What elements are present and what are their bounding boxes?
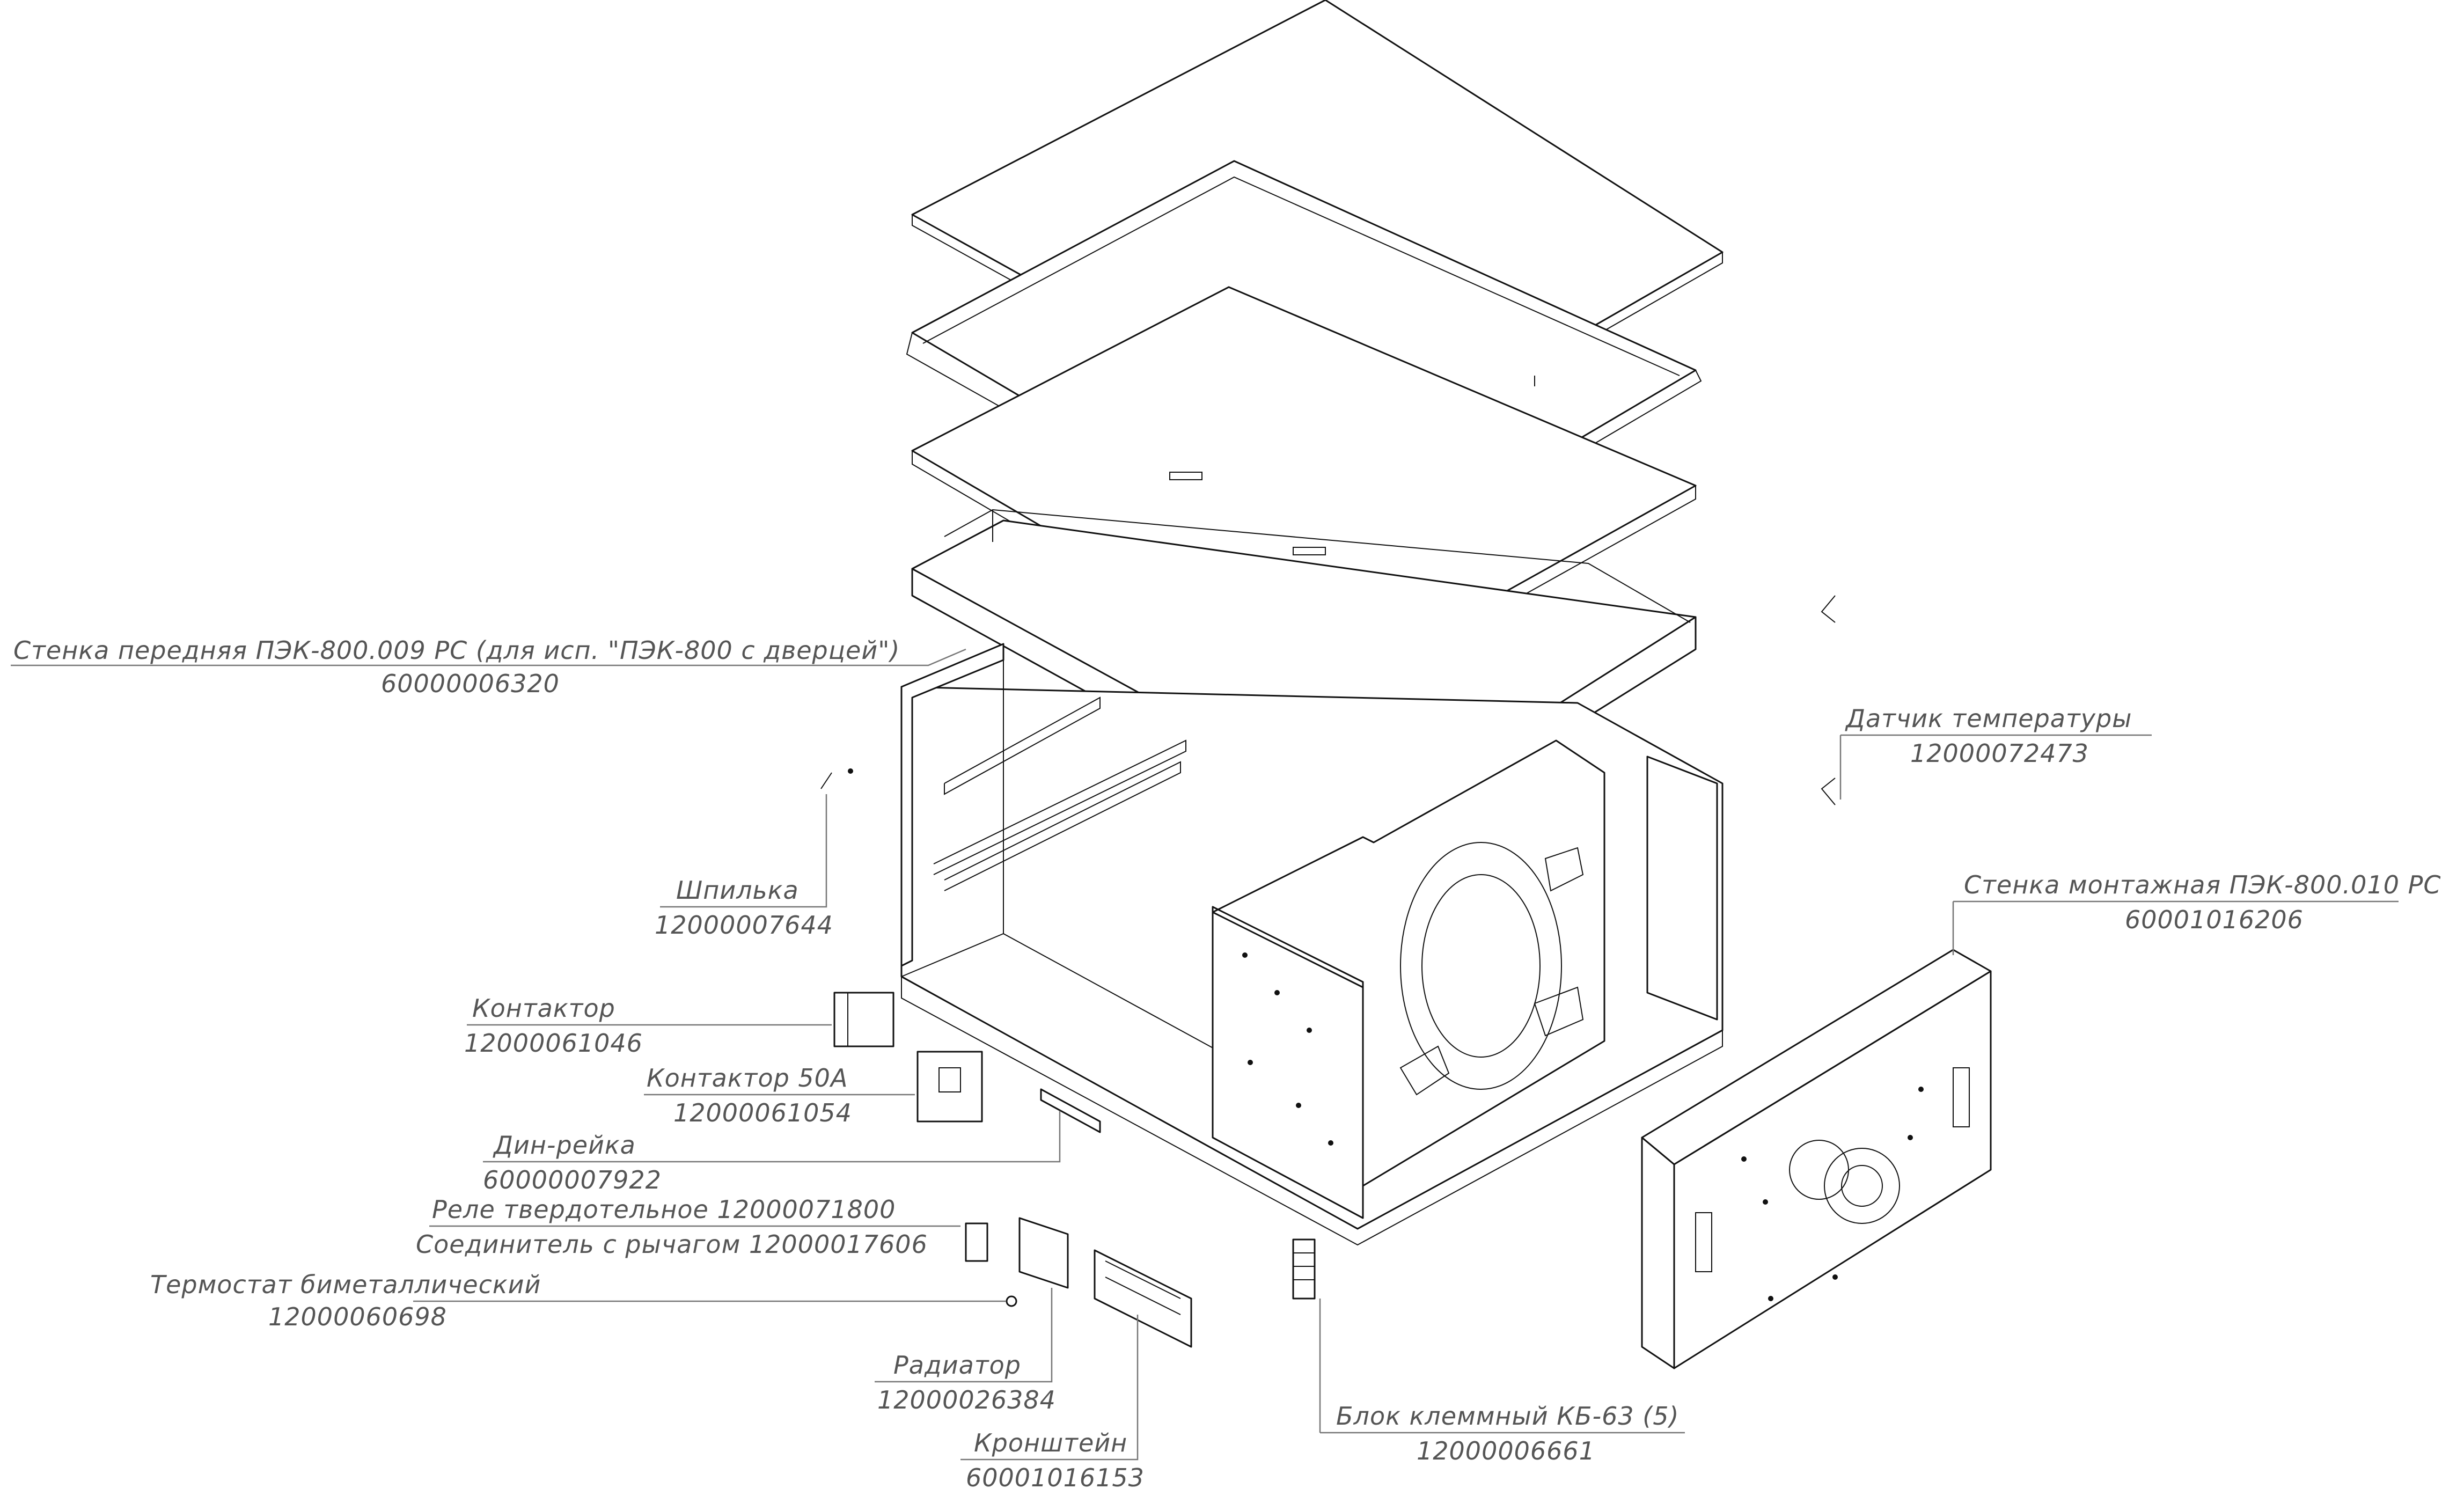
callout-code: 12000007644 [655,911,833,940]
callout-name: Кронштейн [974,1428,1127,1457]
callout-name: Реле твердотельное 12000071800 [432,1195,896,1224]
callout-code: 12000061054 [673,1098,852,1127]
callout-temp-sensor: Датчик температуры 12000072473 [1845,704,2132,768]
callout-name: Радиатор [893,1351,1021,1380]
callout-code: 12000006661 [1417,1436,1595,1465]
din-rail-icon [1040,1088,1101,1133]
callout-mount-wall: Стенка монтажная ПЭК-800.010 РС 60001016… [1964,870,2441,934]
callout-ssr: Реле твердотельное 12000071800 Соедините… [416,1195,928,1259]
callout-name: Термостат биметаллический [150,1270,541,1299]
callout-front-wall: Стенка передняя ПЭК-800.009 РС (для исп.… [13,636,900,698]
mounting-wall [1641,949,1992,1369]
contactor-50a-icon [916,1051,983,1123]
callout-code: 12000061046 [464,1029,643,1058]
callout-bracket: Кронштейн 60001016153 [966,1428,1145,1492]
callout-code: 60001016206 [2125,905,2304,934]
callout-name: Шпилька [676,876,799,905]
callout-name: Блок клеммный КБ-63 (5) [1336,1402,1679,1431]
callout-contactor-50a: Контактор 50А 12000061054 [647,1064,852,1127]
leader-lines [11,648,2399,1461]
callout-name: Стенка монтажная ПЭК-800.010 РС [1964,870,2441,899]
stud-icon [820,768,853,789]
terminal-block-icon [1292,1238,1316,1300]
thermostat-icon [1006,1295,1017,1307]
temperature-sensor-icon [1821,595,1836,805]
callout-name: Дин-рейка [493,1131,636,1160]
contactor-icon [833,992,894,1047]
callout-code: 60000006320 [381,669,560,698]
bracket-icon [1094,1249,1192,1348]
callout-din-rail: Дин-рейка 60000007922 [483,1131,662,1194]
callout-name: Контактор 50А [647,1064,848,1092]
callout-stud: Шпилька 12000007644 [655,876,833,940]
callout-terminal-block: Блок клеммный КБ-63 (5) 12000006661 [1336,1402,1679,1465]
callout-name: Датчик температуры [1845,704,2132,733]
callout-contactor: Контактор 12000061046 [464,994,643,1058]
callout-code: 12000060698 [268,1302,447,1331]
callout-code: 60001016153 [966,1463,1145,1492]
callout-thermostat: Термостат биметаллический 12000060698 [150,1270,541,1331]
fan-module [1212,739,1605,1219]
callout-name: Контактор [472,994,615,1023]
ssr-icon [965,1217,1069,1289]
callout-code: 12000026384 [877,1385,1056,1414]
callout-code: 60000007922 [483,1165,662,1194]
callout-radiator: Радиатор 12000026384 [877,1351,1056,1414]
callout-code: 12000072473 [1910,739,2089,768]
callout-code: Соединитель с рычагом 12000017606 [416,1230,928,1259]
callout-name: Стенка передняя ПЭК-800.009 РС (для исп.… [13,636,900,665]
